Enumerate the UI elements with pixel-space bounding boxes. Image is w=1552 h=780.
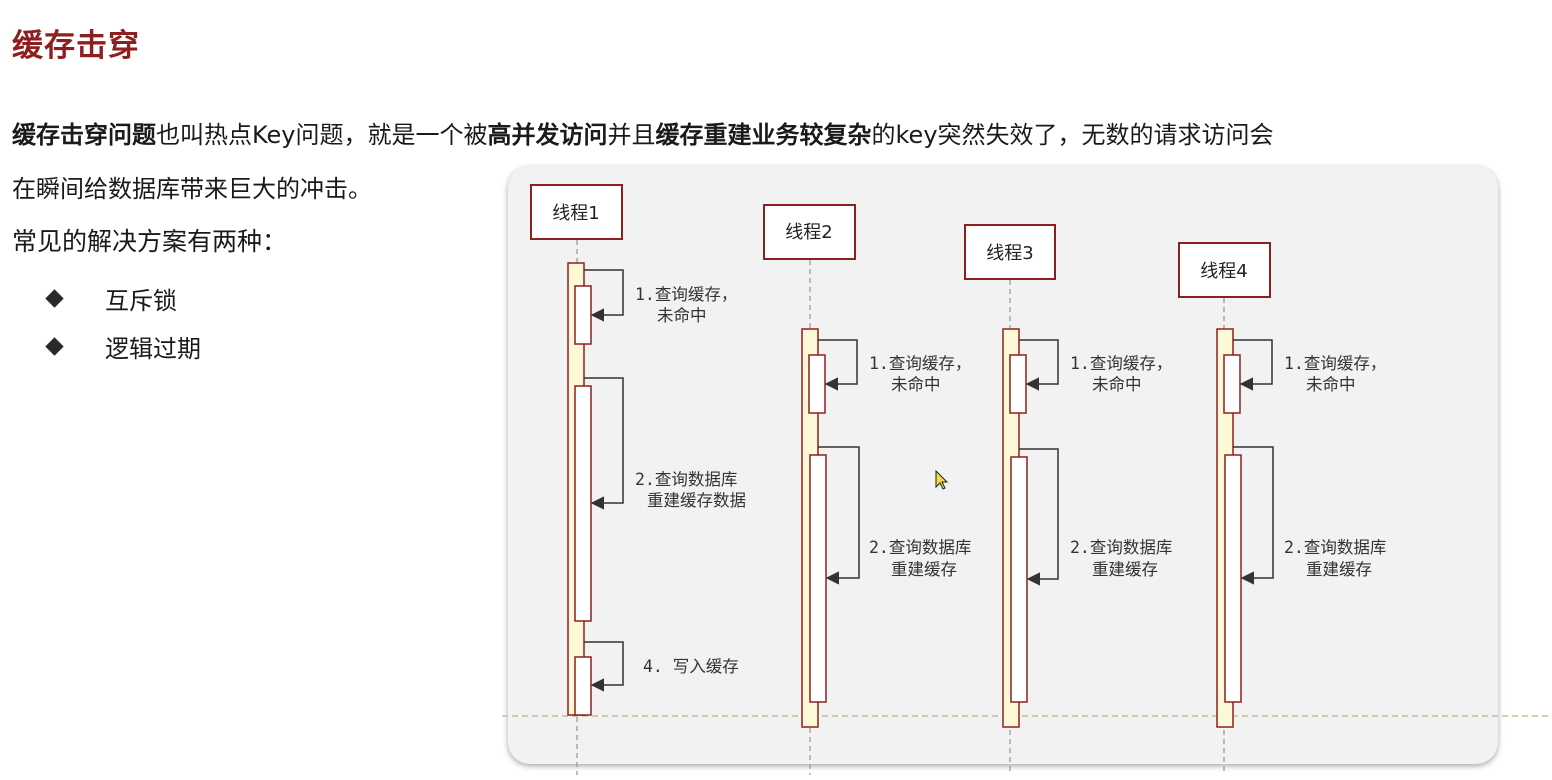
- thread-3-lane: 线程3 1.查询缓存， 未命中 2.查询数据库 重建缓存: [964, 224, 1172, 775]
- thread-1-lane: 线程1 1.查询缓存， 未命中 2.查询数据库 重建缓存数据 4. 写入缓存: [530, 184, 746, 775]
- desc-text-1: 也叫热点Key问题，就是一个被: [156, 121, 488, 149]
- solution-item-logical-expire: 逻辑过期: [44, 322, 201, 370]
- activation-step1: [574, 285, 592, 345]
- thread-3-header: 线程3: [986, 243, 1033, 264]
- mouse-cursor-icon: [935, 469, 949, 490]
- self-call-arrow: [584, 377, 624, 510]
- term-complex-rebuild: 缓存重建业务较复杂: [655, 121, 872, 149]
- thread-4-lane: 线程4 1.查询缓存， 未命中 2.查询数据库 重建缓存: [1178, 242, 1386, 775]
- activation-step2: [574, 385, 592, 622]
- activation-step2: [809, 454, 827, 703]
- self-call-arrow: [1233, 339, 1273, 391]
- step-label: 未命中: [891, 375, 941, 394]
- activation-step1: [1223, 354, 1241, 414]
- step-label: 重建缓存数据: [647, 491, 746, 510]
- desc-text-2: 并且: [607, 121, 656, 149]
- step-label: 1.查询缓存，: [869, 354, 971, 373]
- page-title: 缓存击穿: [12, 28, 140, 64]
- thread-2-lane: 线程2 1.查询缓存， 未命中 2.查询数据库 重建缓存: [763, 204, 971, 775]
- thread-1-header-box: [530, 184, 623, 240]
- self-call-arrow: [818, 446, 860, 585]
- self-call-arrow: [818, 339, 858, 391]
- self-call-arrow: [1233, 446, 1274, 585]
- thread-4-header: 线程4: [1200, 261, 1247, 282]
- solution-label: 逻辑过期: [105, 334, 201, 363]
- step-label: 重建缓存: [1092, 560, 1158, 579]
- thread-1-header: 线程1: [552, 203, 599, 224]
- step-label: 1.查询缓存，: [1284, 354, 1386, 373]
- step-label: 未命中: [1306, 375, 1356, 394]
- term-high-concurrency: 高并发访问: [487, 121, 608, 149]
- activation-step2: [1224, 454, 1242, 703]
- step-label: 未命中: [657, 306, 707, 325]
- thread-2-header: 线程2: [785, 222, 832, 243]
- step-label: 2.查询数据库: [1284, 538, 1386, 557]
- activation-step1: [808, 354, 826, 414]
- thread-3-header-box: [964, 224, 1056, 280]
- solution-label: 互斥锁: [105, 286, 177, 315]
- step-label: 2.查询数据库: [635, 470, 737, 489]
- thread-2-header-box: [763, 204, 856, 260]
- step-label: 2.查询数据库: [869, 538, 971, 557]
- step-label: 4. 写入缓存: [643, 657, 739, 676]
- self-call-arrow: [584, 641, 624, 692]
- activation-step2: [1010, 456, 1028, 703]
- step-label: 重建缓存: [1306, 560, 1372, 579]
- self-call-arrow: [1019, 448, 1059, 586]
- activation-step4: [574, 656, 592, 716]
- solutions-list: 互斥锁 逻辑过期: [44, 274, 201, 370]
- thread-4-header-box: [1178, 242, 1271, 298]
- term-cache-breakdown: 缓存击穿问题: [12, 121, 156, 149]
- step-label: 未命中: [1092, 375, 1142, 394]
- self-call-arrow: [584, 269, 624, 322]
- desc-text-4: 在瞬间给数据库带来巨大的冲击。: [12, 175, 372, 203]
- problem-description: 缓存击穿问题也叫热点Key问题，就是一个被高并发访问并且缓存重建业务较复杂的ke…: [12, 108, 1512, 216]
- step-label: 重建缓存: [891, 560, 957, 579]
- solution-item-mutex: 互斥锁: [44, 274, 201, 322]
- step-label: 1.查询缓存，: [1070, 354, 1172, 373]
- desc-text-3: 的key突然失效了，无数的请求访问会: [871, 121, 1274, 149]
- activation-step1: [1009, 354, 1027, 414]
- self-call-arrow: [1019, 339, 1059, 391]
- step-label: 2.查询数据库: [1070, 538, 1172, 557]
- step-label: 1.查询缓存，: [635, 285, 737, 304]
- solutions-intro: 常见的解决方案有两种：: [12, 227, 288, 256]
